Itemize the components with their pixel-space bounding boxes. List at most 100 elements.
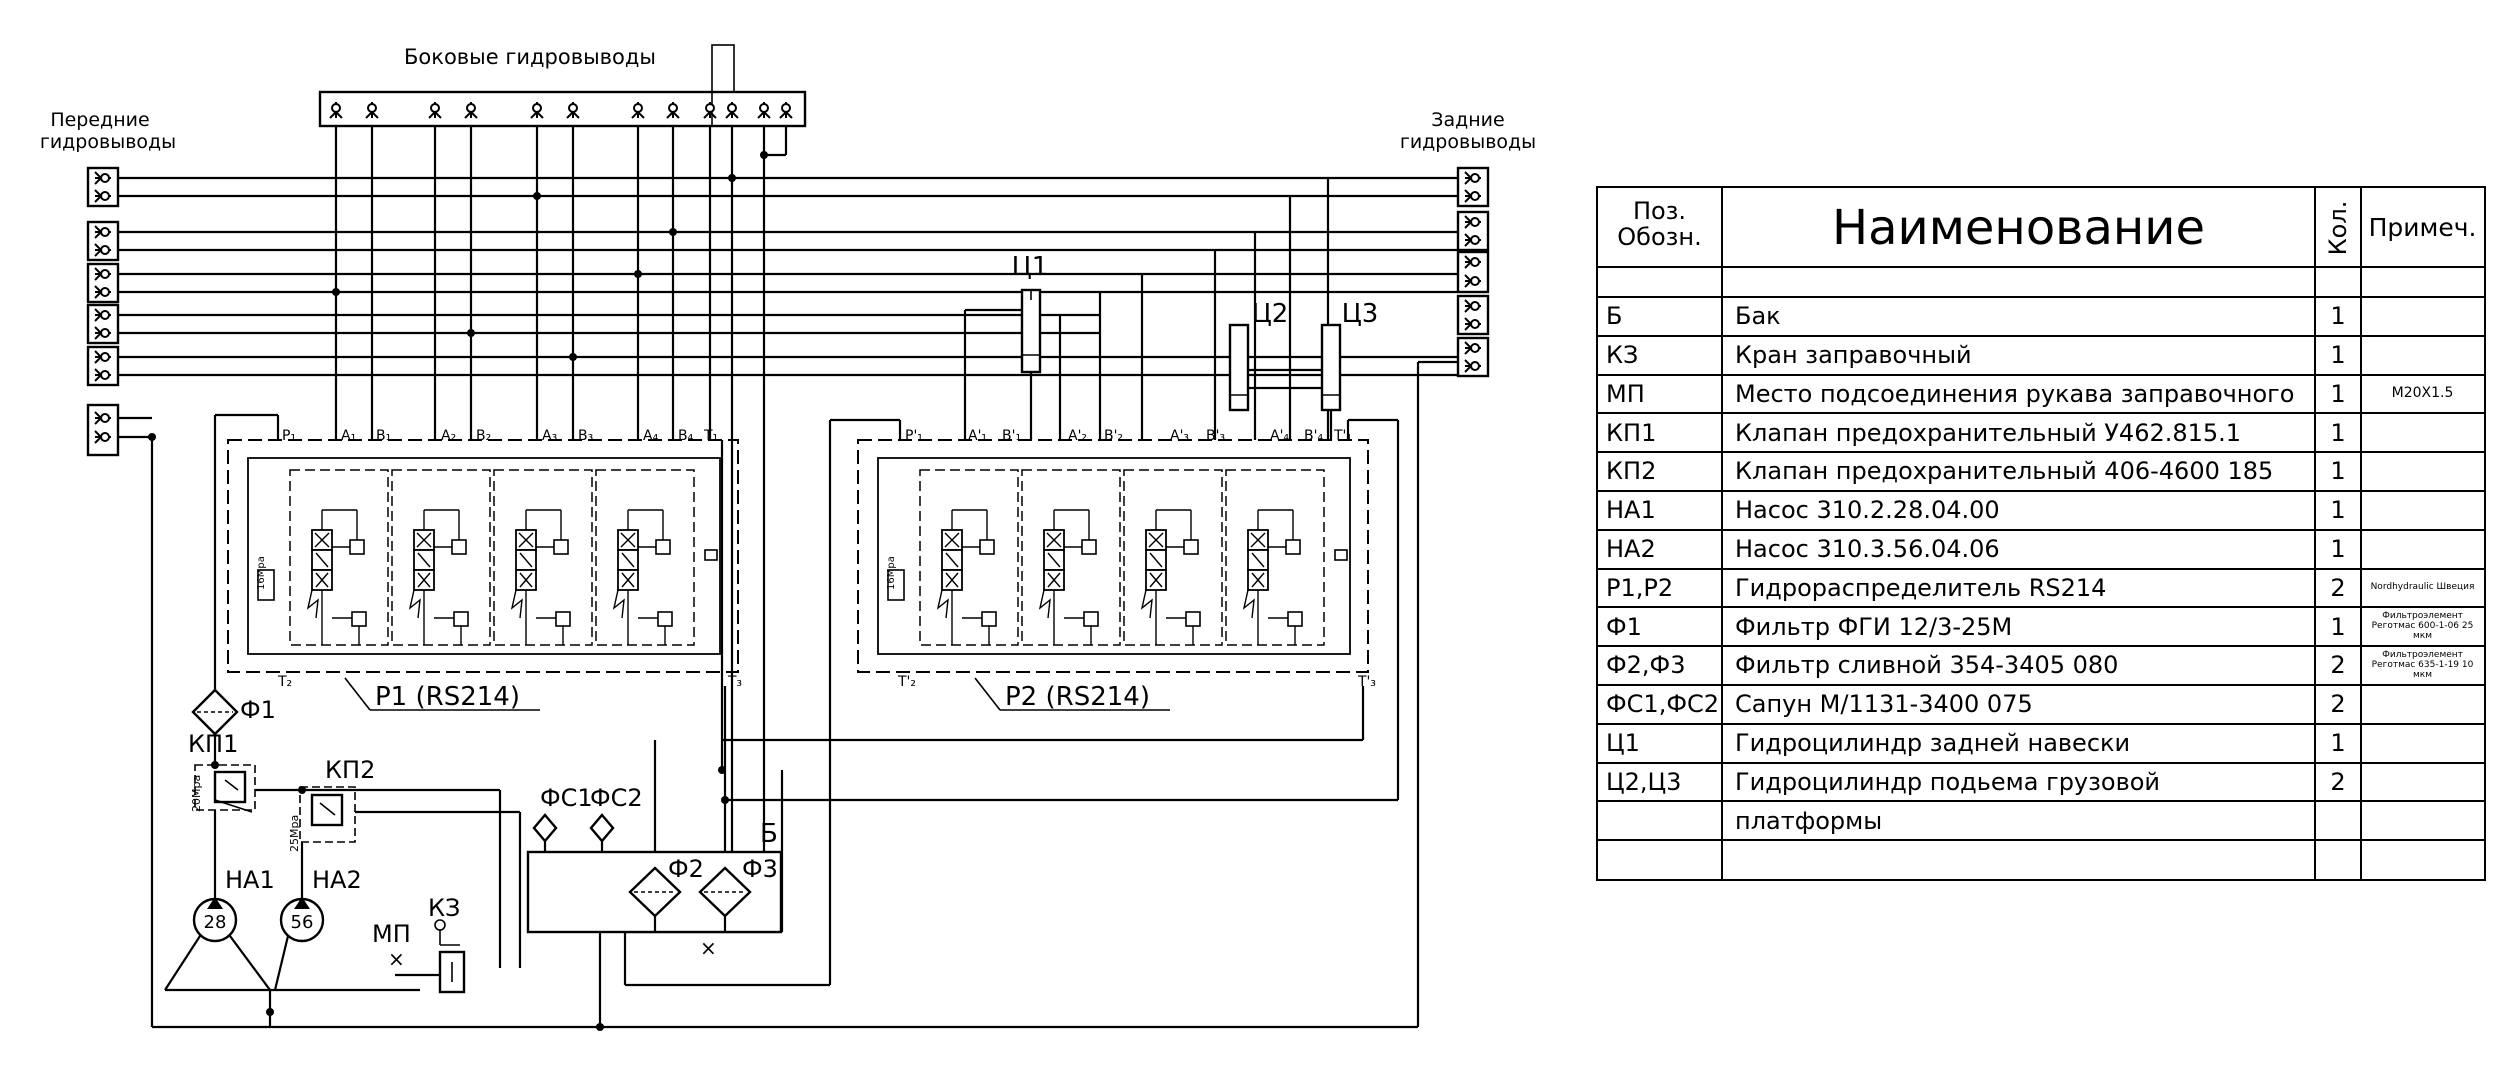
table-cell-note xyxy=(2362,414,2483,451)
table-cell-name: платформы xyxy=(1723,802,2316,840)
table-cell-pos: НА1 xyxy=(1598,492,1723,529)
kp2-label: КП2 xyxy=(325,756,375,784)
table-cell-qty: 2 xyxy=(2316,686,2362,723)
p1-port-B2: B₂ xyxy=(476,428,491,444)
table-cell-pos: Ц1 xyxy=(1598,724,1723,762)
header-qty: Кол. xyxy=(2316,188,2362,268)
cylinder-c3: Ц3 xyxy=(1248,299,1378,440)
svg-text:×: × xyxy=(700,936,717,960)
p1-port-T3: T₃ xyxy=(727,674,742,690)
table-cell-pos: Ф1 xyxy=(1598,608,1723,646)
c3-label: Ц3 xyxy=(1342,299,1379,329)
p1-port-T2: T₂ xyxy=(277,674,292,690)
return-lines xyxy=(150,360,1458,1029)
p2-label: Р2 (RS214) xyxy=(1005,682,1150,712)
table-cell-pos: КП1 xyxy=(1598,414,1723,452)
table-cell-qty: 1 xyxy=(2316,492,2362,529)
front-outputs-label-2: гидровыводы xyxy=(40,131,176,153)
p1-port-A4: A₄ xyxy=(643,428,659,444)
table-cell-name: Место подсоединения рукава заправочного xyxy=(1723,375,2316,413)
header-note: Примеч. xyxy=(2368,213,2477,242)
p1-port-P: P₁ xyxy=(282,428,296,444)
p1-port-A1: A₁ xyxy=(341,428,356,444)
distributor-p2: 16Mpa P'₁ A'₁ B'₁ A'₂ B'₂ A'₃ B'₃ A'₄ B'… xyxy=(857,428,1376,712)
filler-block: МП × КЗ xyxy=(372,894,466,994)
kp2-pressure: 25Mpa xyxy=(288,815,301,852)
svg-text:16Mpa: 16Mpa xyxy=(886,556,897,590)
table-spacer-row xyxy=(1598,268,2484,298)
table-cell-name: Гидроцилиндр подьема грузовой xyxy=(1723,763,2316,801)
p1-label: Р1 (RS214) xyxy=(375,682,520,712)
table-cell-pos: Ф2,Ф3 xyxy=(1598,647,1723,684)
p2-port-T2: T'₂ xyxy=(897,674,916,690)
table-cell-qty: 1 xyxy=(2316,453,2362,490)
front-outputs: Передние гидровыводы xyxy=(40,109,176,457)
svg-text:16Mpa: 16Mpa xyxy=(256,556,267,590)
mp-label: МП xyxy=(372,920,411,948)
na1-label: НА1 xyxy=(225,866,275,894)
p2-port-A1: A'₁ xyxy=(968,428,987,444)
kz-label: КЗ xyxy=(428,894,460,922)
p1-port-B4: B₄ xyxy=(678,428,694,444)
table-cell-note xyxy=(2362,725,2483,762)
table-cell-note xyxy=(2362,531,2483,568)
junction-dots xyxy=(148,151,768,1031)
table-cell-name: Насос 310.3.56.04.06 xyxy=(1723,530,2316,568)
kp1-pressure: 20Mpa xyxy=(190,775,203,812)
table-cell-name: Кран заправочный xyxy=(1723,336,2316,374)
header-qty-text: Кол. xyxy=(2324,200,2352,256)
table-cell-qty: 2 xyxy=(2316,763,2362,801)
table-cell-qty: 1 xyxy=(2316,724,2362,762)
tank-label: Б xyxy=(760,819,778,849)
table-cell-name: Фильтр ФГИ 12/3-25М xyxy=(1723,608,2316,646)
table-cell-qty: 1 xyxy=(2316,414,2362,452)
rear-outputs: Задние гидровыводы xyxy=(1400,109,1536,378)
filter-f1: Ф1 xyxy=(191,688,276,765)
p2-port-T1: T'₁ xyxy=(1333,428,1352,444)
table-cell-qty: 1 xyxy=(2316,530,2362,568)
table-cell-qty: 2 xyxy=(2316,647,2362,684)
table-header: Поз. Обозн. Наименование Кол. Примеч. xyxy=(1598,188,2484,268)
c2-label: Ц2 xyxy=(1252,299,1289,329)
table-cell-qty xyxy=(2316,802,2362,840)
table-cell-note: Nordhydraulic Швеция xyxy=(2370,582,2475,593)
table-cell-pos: КЗ xyxy=(1598,336,1723,374)
p2-port-B2: B'₂ xyxy=(1104,428,1123,444)
p1-port-B3: B₃ xyxy=(578,428,593,444)
p2-port-B4: B'₄ xyxy=(1304,428,1323,444)
c1-label: Ц1 xyxy=(1012,252,1049,282)
table-cell-name: Клапан предохранительный 406-4600 185 xyxy=(1723,453,2316,490)
relief-valve-kp2: КП2 25Mpa xyxy=(288,756,522,968)
table-cell-pos: ФС1,ФС2 xyxy=(1598,686,1723,723)
p1-port-B1: B₁ xyxy=(376,428,391,444)
side-outputs: Боковые гидровыводы xyxy=(318,44,807,128)
table-cell-note xyxy=(2362,802,2483,839)
table-cell-pos xyxy=(1598,802,1723,840)
svg-text:×: × xyxy=(388,947,405,971)
table-cell-qty: 1 xyxy=(2316,608,2362,646)
f1-label: Ф1 xyxy=(240,696,276,724)
table-cell-note xyxy=(2362,764,2483,801)
table-cell-name: Клапан предохранительный У462.815.1 xyxy=(1723,414,2316,452)
pump1-value: 28 xyxy=(204,912,227,933)
distributor-p1: 16Mpa P₁ A₁ B₁ A₂ B₂ A₃ B₃ A₄ B₄ T₁ T₂ T… xyxy=(227,428,742,712)
cylinder-c1: Ц1 xyxy=(963,252,1049,440)
table-cell-name: Фильтр сливной 354-3405 080 xyxy=(1723,647,2316,684)
table-cell-pos xyxy=(1598,841,1723,880)
header-pos-line1: Поз. xyxy=(1632,197,1687,225)
p2-port-A4: A'₄ xyxy=(1270,428,1289,444)
table-cell-note xyxy=(2362,492,2483,529)
table-cell-note xyxy=(2362,298,2483,335)
rear-outputs-label-2: гидровыводы xyxy=(1400,131,1536,153)
relief-valve-kp1: КП1 20Mpa xyxy=(188,730,502,968)
table-cell-name: Сапун М/1131-3400 075 xyxy=(1723,686,2316,723)
table-cell-note xyxy=(2362,686,2483,723)
